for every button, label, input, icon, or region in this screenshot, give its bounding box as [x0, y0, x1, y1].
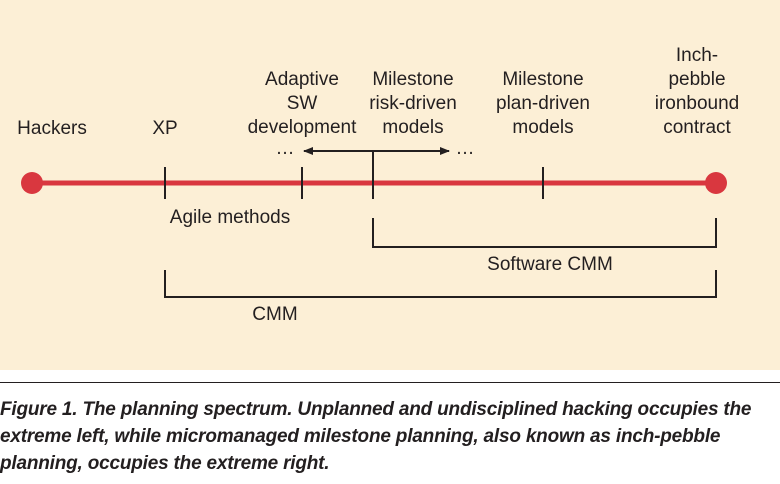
label-software-cmm: Software CMM — [487, 254, 613, 275]
figure-caption: Figure 1. The planning spectrum. Unplann… — [0, 399, 752, 474]
label-milestone-risk: Milestone risk-driven models — [369, 69, 457, 138]
left-endpoint-dot — [21, 172, 43, 194]
ellipsis-right: … — [455, 138, 475, 159]
label-agile-methods: Agile methods — [169, 207, 291, 228]
label-inch-pebble: Inch- pebble ironbound contract — [654, 45, 740, 138]
right-endpoint-dot — [705, 172, 727, 194]
spectrum-diagram — [21, 147, 727, 298]
ellipsis-left: … — [275, 138, 295, 159]
cmm-bracket — [164, 270, 717, 298]
caption-divider — [0, 382, 780, 383]
label-hackers: Hackers — [17, 118, 87, 139]
planning-spectrum-figure: Hackers XP Adaptive SW development Miles… — [0, 0, 780, 370]
label-cmm: CMM — [252, 304, 298, 325]
label-milestone-plan: Milestone plan-driven models — [496, 69, 590, 138]
software-cmm-bracket — [372, 218, 717, 248]
label-adaptive-sw: Adaptive SW development — [247, 69, 357, 138]
label-xp: XP — [152, 118, 178, 139]
